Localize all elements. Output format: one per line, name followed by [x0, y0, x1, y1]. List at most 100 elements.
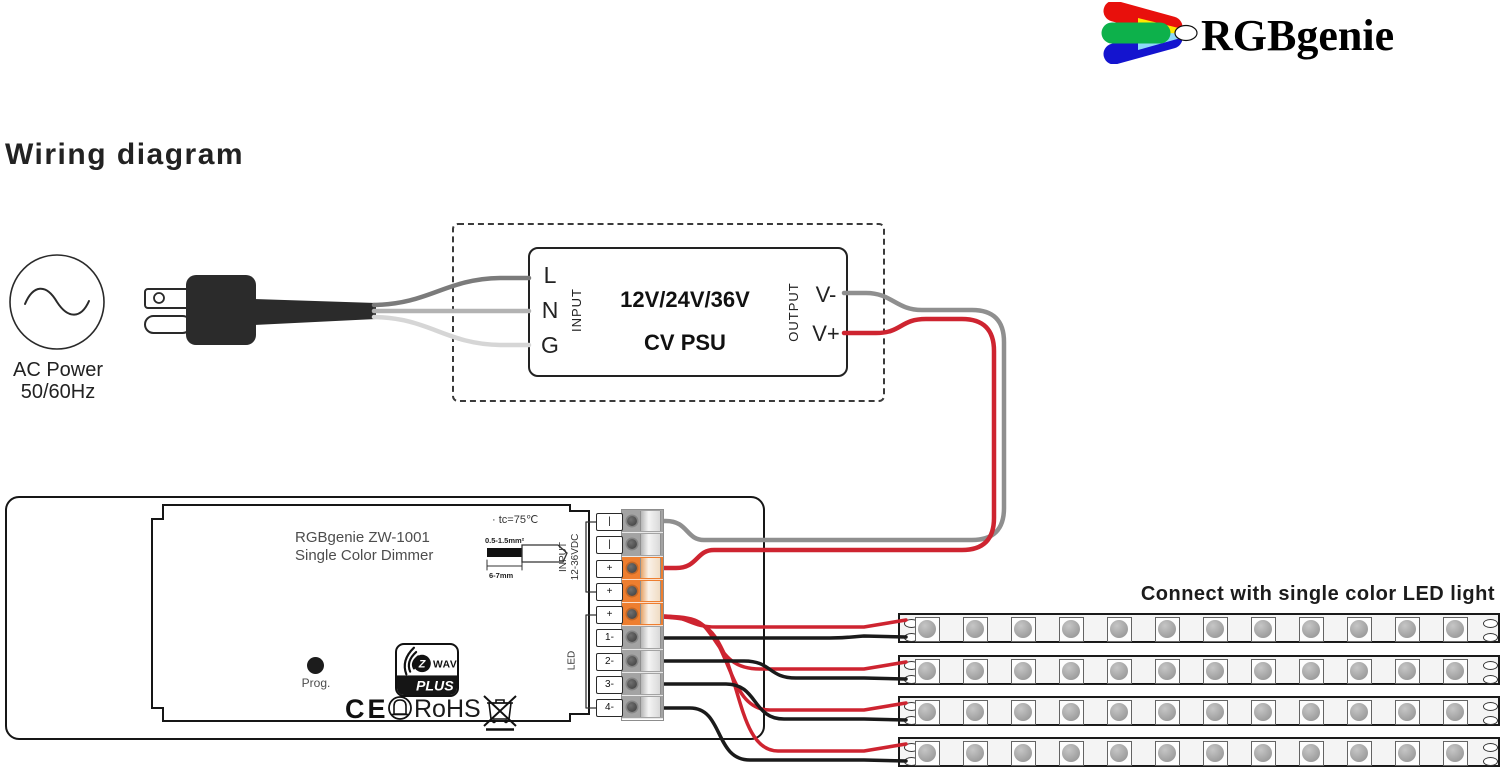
- input-group-line1: INPUT: [558, 542, 569, 572]
- terminal-label: 1-: [596, 629, 623, 648]
- led-chip: [915, 740, 940, 766]
- terminal-connector: [622, 533, 663, 557]
- terminal-label: +: [596, 606, 623, 624]
- psu-output-label: OUTPUT: [786, 282, 801, 342]
- zwave-wave: WAVE: [433, 659, 457, 670]
- terminal-screw-icon: [627, 678, 637, 689]
- terminal-slot: [640, 697, 661, 718]
- terminal-screw-icon: [627, 702, 637, 713]
- led-chip: [1347, 740, 1372, 766]
- zwave-plus: PLUS: [416, 678, 454, 694]
- led-die: [1206, 619, 1224, 638]
- rgb-beams-icon: [1101, 0, 1198, 65]
- terminal-slot: [640, 557, 661, 578]
- led-chip: [1107, 616, 1132, 642]
- power-cable: [253, 299, 376, 325]
- led-die: [1014, 661, 1032, 680]
- led-chip: [1347, 699, 1372, 725]
- led-section-title: Connect with single color LED light: [1140, 583, 1495, 605]
- terminal-screw-icon: [627, 632, 637, 643]
- input-group-line2: 12-36VDC: [570, 533, 581, 581]
- led-die: [1350, 702, 1368, 721]
- terminal-connector: [622, 696, 663, 720]
- led-chip: [1251, 658, 1276, 684]
- led-die: [1158, 702, 1176, 721]
- led-die: [1254, 702, 1272, 721]
- ac-frequency-label: 50/60Hz: [20, 381, 96, 403]
- led-die: [1302, 743, 1320, 762]
- terminal-screw-icon: [627, 609, 637, 620]
- dimmer-model: RGBgenie ZW-1001: [295, 529, 430, 546]
- brand-logo: RGBgenie: [1098, 0, 1443, 65]
- brand-name: RGBgenie: [1201, 11, 1394, 60]
- led-chip: [1011, 740, 1036, 766]
- led-die: [1398, 743, 1416, 762]
- prog-label: Prog.: [301, 676, 331, 690]
- terminal-screw-icon: [627, 562, 637, 573]
- led-strip: [898, 613, 1500, 643]
- terminal-label: |: [596, 513, 623, 531]
- led-chip: [1395, 616, 1420, 642]
- terminal-connector: [622, 626, 663, 650]
- led-chip: [1155, 699, 1180, 725]
- led-chip: [1395, 658, 1420, 684]
- solder-pad: [1483, 757, 1498, 766]
- led-chip: [1059, 699, 1084, 725]
- ce-mark: CE: [345, 694, 389, 724]
- solder-pad: [1483, 660, 1498, 670]
- led-chip: [1251, 616, 1276, 642]
- led-die: [1446, 619, 1464, 638]
- led-die: [1254, 743, 1272, 762]
- tc-note: · tc=75℃: [492, 514, 539, 526]
- led-die: [1062, 743, 1080, 762]
- zwave-z: Z: [418, 658, 426, 670]
- led-die: [1158, 661, 1176, 680]
- led-die: [918, 702, 936, 721]
- led-chip: [1299, 616, 1324, 642]
- led-chip: [1155, 740, 1180, 766]
- dimmer-model-label: RGBgenie ZW-1001 Single Color Dimmer: [295, 529, 433, 565]
- terminal-connector: [622, 579, 663, 603]
- led-die: [1110, 619, 1128, 638]
- terminal-screw-icon: [627, 539, 637, 550]
- solder-pad: [1483, 701, 1498, 711]
- psu-pin-vplus: V+: [812, 321, 840, 346]
- led-die: [918, 743, 936, 762]
- led-chip: [963, 699, 988, 725]
- led-chip: [1443, 658, 1468, 684]
- terminal-slot: [640, 534, 661, 555]
- led-die: [1062, 619, 1080, 638]
- terminal-label: 4-: [596, 699, 623, 717]
- led-die: [1350, 619, 1368, 638]
- solder-pad: [1483, 633, 1498, 642]
- led-die: [1446, 661, 1464, 680]
- dimmer-subtitle: Single Color Dimmer: [295, 547, 434, 564]
- led-chip: [1155, 616, 1180, 642]
- terminal-slot: [640, 511, 661, 532]
- zwave-plus-logo: Z WAVE PLUS: [395, 643, 459, 697]
- led-chip: [963, 616, 988, 642]
- led-chip: [1059, 658, 1084, 684]
- page-title: Wiring diagram: [5, 138, 245, 171]
- ac-source-icon: [9, 254, 105, 350]
- led-chip: [1347, 658, 1372, 684]
- terminal-slot: [640, 580, 661, 601]
- led-chip: [915, 616, 940, 642]
- led-chip: [1251, 740, 1276, 766]
- wire-gauge-label: 0.5-1.5mm²: [485, 536, 525, 545]
- led-chip: [915, 658, 940, 684]
- led-chip: [1011, 699, 1036, 725]
- led-chip: [1347, 616, 1372, 642]
- led-die: [1350, 743, 1368, 762]
- led-die: [1254, 619, 1272, 638]
- led-chip: [1059, 740, 1084, 766]
- led-chip: [1251, 699, 1276, 725]
- led-chip: [1395, 699, 1420, 725]
- led-chip: [1011, 616, 1036, 642]
- led-die: [1446, 702, 1464, 721]
- led-chip: [1059, 616, 1084, 642]
- terminal-label: |: [596, 536, 623, 555]
- terminal-connector: [622, 649, 663, 673]
- ac-power-label: AC Power: [12, 359, 104, 381]
